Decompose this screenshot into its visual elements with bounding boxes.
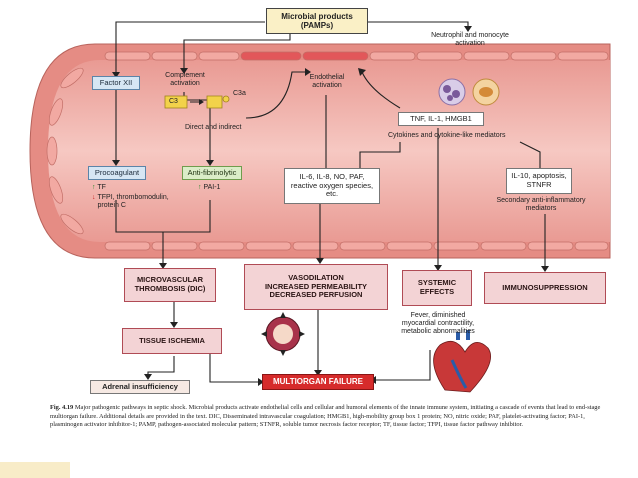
up-arrow-icon: ↑ (92, 184, 96, 191)
antifibrinolytic-box: Anti-fibrinolytic (182, 166, 242, 180)
microbial-products-box: Microbial products (PAMPs) (266, 8, 368, 34)
c3-cleavage-icon (164, 95, 230, 109)
systemic-box: SYSTEMIC EFFECTS (402, 270, 472, 306)
c3a-label: C3a (233, 90, 246, 97)
caption-figure-number: Fig. 4.19 (50, 404, 74, 411)
up-arrow-icon: ↑ (198, 184, 202, 191)
direct-indirect-label: Direct and indirect (185, 124, 242, 131)
microvascular-box: MICROVASCULAR THROMBOSIS (DIC) (124, 268, 216, 302)
figure-caption: Fig. 4.19 Major pathogenic pathways in s… (50, 404, 610, 430)
neutrophil-label: Neutrophil and monocyte activation (431, 32, 509, 48)
pai-text: PAI-1 (203, 184, 221, 191)
secondary-label: Secondary anti-inflammatory mediators (496, 197, 586, 213)
down-arrow-icon: ↓ (92, 194, 96, 201)
il10-box: IL-10, apoptosis, STNFR (506, 168, 572, 194)
tfpi-label: ↓TFPI, thrombomodulin, protein C (92, 194, 169, 210)
il6-box: IL-6, IL-8, NO, PAF, reactive oxygen spe… (284, 168, 380, 204)
fever-label: Fever, diminished myocardial contractili… (401, 312, 475, 336)
cytokines-label: Cytokines and cytokine-like mediators (388, 132, 506, 139)
tf-label: ↑ TF (92, 184, 106, 192)
tissue-ischemia-box: TISSUE ISCHEMIA (122, 328, 222, 354)
tf-text: TF (97, 184, 106, 191)
pai-label: ↑ PAI-1 (198, 184, 220, 192)
vasodilation-box: VASODILATION INCREASED PERMEABILITY DECR… (244, 264, 388, 310)
vessel-cross-section-icon (261, 312, 305, 356)
complement-label: Complement activation (165, 72, 205, 88)
adrenal-box: Adrenal insufficiency (90, 380, 190, 394)
heart-icon (433, 330, 492, 393)
endothelial-label: Endothelial activation (309, 74, 345, 90)
tnf-box: TNF, IL-1, HMGB1 (398, 112, 484, 126)
procoagulant-box: Procoagulant (88, 166, 146, 180)
c3-label: C3 (169, 98, 178, 105)
multiorgan-failure-box: MULTIORGAN FAILURE (262, 374, 374, 390)
immunosuppression-box: IMMUNOSUPPRESSION (484, 272, 606, 304)
tfpi-text: TFPI, thrombomodulin, protein C (97, 194, 169, 210)
caption-text: Major pathogenic pathways in septic shoc… (50, 404, 601, 429)
monocyte-cell-icon (472, 78, 500, 106)
neutrophil-cell-icon (438, 78, 466, 106)
factor-xii-box: Factor XII (92, 76, 140, 90)
